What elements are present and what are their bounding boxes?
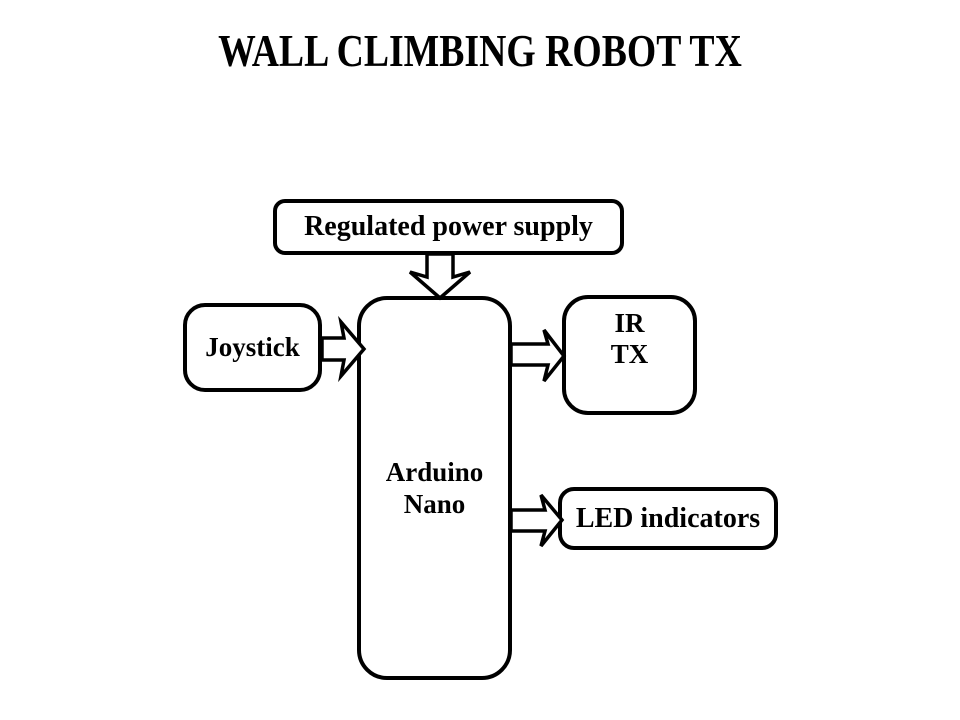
node-led-indicators: LED indicators (558, 487, 778, 550)
node-regulated-power-supply-label: Regulated power supply (304, 211, 593, 242)
node-arduino-nano-label-line2: Nano (403, 489, 466, 519)
arrow-power-to-arduino-icon (408, 252, 472, 301)
node-led-indicators-label: LED indicators (575, 502, 761, 534)
node-joystick: Joystick (183, 303, 322, 392)
arrow-arduino-to-led-icon (509, 493, 565, 548)
page-title: WALL CLIMBING ROBOT TX (218, 25, 742, 76)
node-ir-tx-label-line1: IR (614, 308, 645, 338)
arrow-arduino-to-ir-tx-icon (509, 328, 567, 383)
node-ir-tx-label-line2: TX (610, 339, 649, 369)
node-arduino-nano: Arduino Nano (357, 296, 512, 680)
node-arduino-nano-label-line1: Arduino (385, 457, 484, 487)
node-regulated-power-supply: Regulated power supply (273, 199, 624, 255)
node-joystick-label: Joystick (205, 332, 300, 362)
node-ir-tx: IR TX (562, 295, 697, 415)
